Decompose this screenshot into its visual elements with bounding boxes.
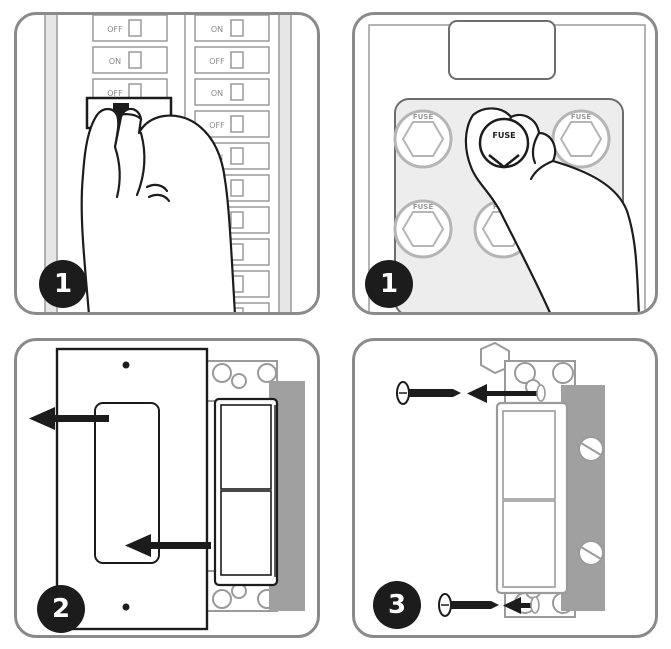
arrow-icon <box>503 597 533 614</box>
breaker-label: OFF <box>107 25 123 34</box>
wallplate-illustration <box>29 347 305 631</box>
arrow-icon <box>125 534 211 557</box>
hand-icon <box>80 107 236 312</box>
fuse-icon: FUSE <box>393 199 453 259</box>
panel-screws: 3 <box>352 338 658 638</box>
breaker-switch: OFF <box>92 15 168 42</box>
breaker-label: OFF <box>209 57 225 66</box>
step-number-badge: 1 <box>39 260 87 308</box>
screw-icon <box>396 381 461 405</box>
arrow-icon <box>467 384 539 403</box>
breaker-label: OFF <box>107 89 123 98</box>
breaker-switch: ON <box>194 78 270 106</box>
step-number-badge: 3 <box>373 581 421 629</box>
breaker-label: OFF <box>209 121 225 130</box>
breaker-illustration: OFFONOFFONOFFONONOFFOFF ONOFFONOFFONOFFO… <box>44 15 292 312</box>
breaker-switch: ON <box>194 15 270 42</box>
svg-text:FUSE: FUSE <box>571 113 592 121</box>
fuse-icon: FUSE <box>393 109 453 169</box>
screws-illustration <box>396 341 605 618</box>
breaker-label: ON <box>211 89 223 98</box>
breaker-label: ON <box>211 25 223 34</box>
step-number-badge: 2 <box>37 585 85 633</box>
arrow-icon <box>29 407 109 430</box>
fuse-icon: FUSE <box>551 109 611 169</box>
screw-icon <box>438 593 499 617</box>
svg-text:FUSE: FUSE <box>492 131 515 140</box>
panel-wallplate: 2 <box>14 338 320 638</box>
svg-text:FUSE: FUSE <box>413 203 434 211</box>
svg-text:FUSE: FUSE <box>413 113 434 121</box>
breaker-switch: OFF <box>194 46 270 74</box>
breaker-switch: ON <box>92 46 168 74</box>
fuse-icon: FUSE <box>478 117 530 169</box>
step-number-badge: 1 <box>365 260 413 308</box>
breaker-label: ON <box>109 57 121 66</box>
panel-breaker: OFFONOFFONOFFONONOFFOFF ONOFFONOFFONOFFO… <box>14 12 320 315</box>
